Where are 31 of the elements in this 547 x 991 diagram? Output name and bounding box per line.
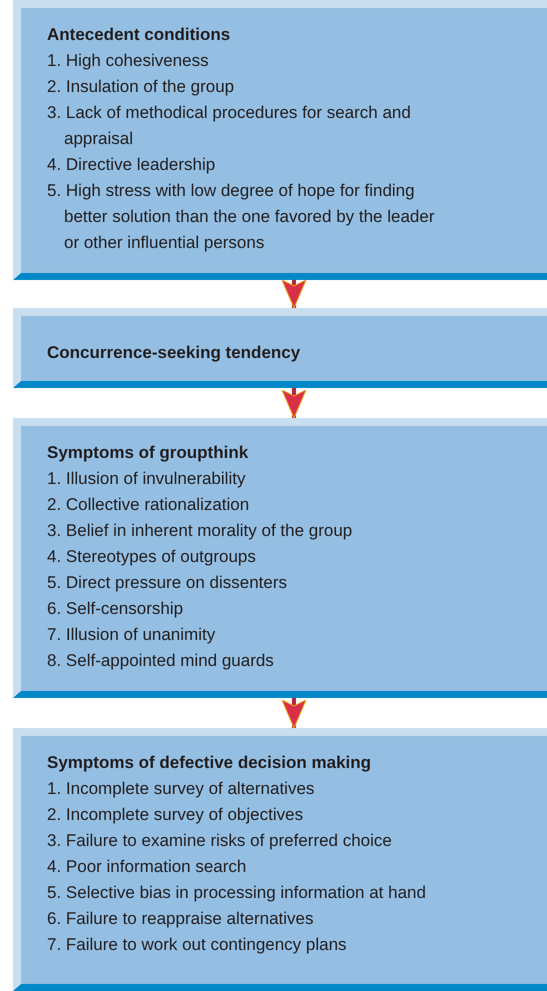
list-item: 2. Collective rationalization: [47, 494, 250, 516]
process-box: [13, 418, 547, 698]
list-item: 7. Failure to work out contingency plans: [47, 934, 348, 956]
list-item: 1. Incomplete survey of alternatives: [47, 778, 316, 800]
list-item: 1. High cohesiveness: [47, 50, 210, 72]
list-item: 2. Incomplete survey of objectives: [47, 804, 304, 826]
box-heading: Concurrence-seeking tendency: [47, 342, 302, 364]
list-item: 4. Poor information search: [47, 856, 248, 878]
list-item: 1. Illusion of invulnerability: [47, 468, 246, 490]
list-item: 5. High stress with low degree of hope for finding better solution than the one favored by the leader or other influential persons: [47, 180, 436, 254]
box-heading: Symptoms of groupthink: [47, 442, 250, 464]
list-item: 4. Directive leadership: [47, 154, 216, 176]
list-item: 6. Failure to reappraise alternatives: [47, 908, 314, 930]
list-item: 3. Belief in inherent morality of the group: [47, 520, 354, 542]
list-item: 5. Selective bias in processing information at hand: [47, 882, 427, 904]
process-box: [13, 0, 547, 280]
arrow: [282, 388, 306, 418]
box-heading: Antecedent conditions: [47, 24, 232, 46]
process-box: [13, 728, 547, 991]
list-item: 6. Self-censorship: [47, 598, 184, 620]
process-box: [13, 308, 547, 388]
list-item: 3. Failure to examine risks of preferred choice: [47, 830, 393, 852]
list-item: 2. Insulation of the group: [47, 76, 236, 98]
list-item: 3. Lack of methodical procedures for search and appraisal: [47, 102, 412, 150]
box-heading: Symptoms of defective decision making: [47, 752, 372, 774]
list-item: 8. Self-appointed mind guards: [47, 650, 275, 672]
list-item: 4. Stereotypes of outgroups: [47, 546, 257, 568]
arrow: [282, 698, 306, 728]
list-item: 7. Illusion of unanimity: [47, 624, 216, 646]
arrow: [282, 280, 306, 308]
list-item: 5. Direct pressure on dissenters: [47, 572, 288, 594]
